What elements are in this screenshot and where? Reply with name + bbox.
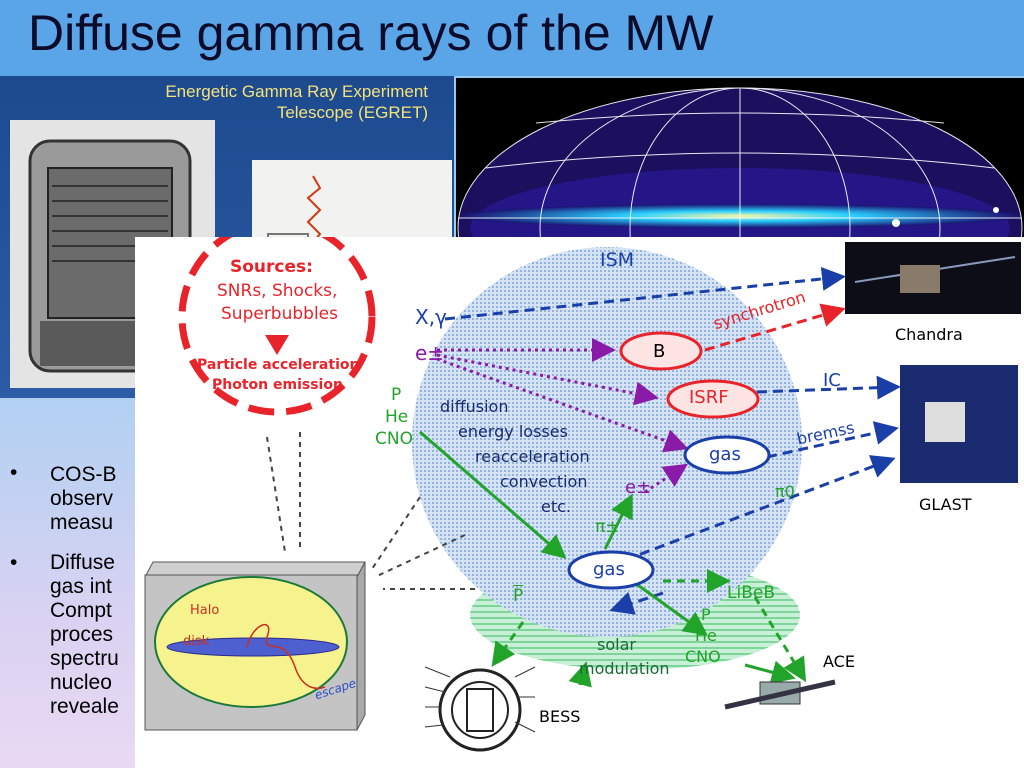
- egret-caption-line1: Energetic Gamma Ray Experiment: [165, 82, 428, 101]
- helium-2-label: He: [695, 626, 717, 645]
- glast-label: GLAST: [919, 495, 972, 514]
- proton-2-label: P: [701, 605, 711, 624]
- egret-caption: Energetic Gamma Ray Experiment Telescope…: [165, 81, 428, 123]
- energy-losses-label: energy losses: [458, 422, 568, 441]
- ism-region: [412, 247, 802, 637]
- disk-label: disk: [183, 634, 210, 649]
- bullet-2-line-3: Compt: [50, 599, 112, 622]
- egret-caption-line2: Telescope (EGRET): [276, 103, 428, 122]
- isrf-label: ISRF: [689, 387, 729, 408]
- solar-label: solar: [597, 635, 636, 654]
- diffusion-label: diffusion: [440, 397, 509, 416]
- helium-label: He: [385, 407, 409, 427]
- proton-label: P: [391, 385, 402, 405]
- bullet-marker: •: [10, 461, 18, 484]
- disk-ellipse: [166, 637, 340, 657]
- bullet-2-line-4: proces: [50, 623, 114, 646]
- bullet-2-line-2: gas int: [50, 575, 112, 598]
- sources-line2: Superbubbles: [221, 304, 338, 324]
- reacceleration-label: reacceleration: [475, 447, 590, 466]
- gas-oval-upper: [683, 435, 771, 475]
- libeb-label: LiBeB: [727, 583, 775, 603]
- ic-label: IC: [823, 370, 841, 391]
- bullet-2-line-1: Diffuse: [50, 551, 115, 574]
- sky-map-image: [456, 78, 1024, 242]
- electron-label: e±: [415, 341, 445, 365]
- antiproton-label: P: [513, 586, 524, 606]
- sources-circle: [178, 237, 376, 416]
- bullet-marker: •: [10, 551, 18, 574]
- bess-label: BESS: [539, 707, 581, 726]
- sources-line4: Photon emission: [212, 377, 343, 393]
- cno-2-label: CNO: [685, 647, 721, 666]
- convection-label: convection: [500, 472, 588, 491]
- ace-satellite-image: [724, 679, 836, 710]
- cosmic-ray-diagram: Sources: SNRs, Shocks, Superbubbles Part…: [135, 237, 1024, 768]
- b-label: B: [653, 341, 666, 362]
- modulation-label: modulation: [579, 659, 670, 678]
- isrf-oval: [666, 379, 760, 419]
- b-oval: [619, 331, 703, 371]
- secondary-electron-label: e±: [625, 477, 652, 498]
- pi-charged-label: π±: [595, 517, 620, 537]
- bess-detector-image: [424, 666, 536, 752]
- all-sky-map: [457, 87, 1023, 242]
- sources-line3: Particle acceleration: [197, 357, 360, 373]
- cno-label: CNO: [375, 429, 413, 449]
- bullet-2-line-7: reveale: [50, 695, 119, 718]
- bullet-1-line-3: measu: [50, 511, 114, 534]
- ace-label: ACE: [823, 652, 855, 671]
- bullet-2-line-5: spectru: [50, 647, 119, 670]
- x-gamma-label: X,γ: [415, 305, 447, 329]
- halo-label: Halo: [190, 603, 220, 618]
- etc-label: etc.: [541, 497, 571, 516]
- sources-title: Sources:: [230, 257, 313, 277]
- gas-oval-lower: [567, 550, 655, 590]
- gas-lower-label: gas: [593, 559, 625, 580]
- ism-label: ISM: [600, 249, 635, 271]
- sources-line1: SNRs, Shocks,: [217, 281, 338, 301]
- bullet-1-line-2: observ: [50, 487, 114, 510]
- slide-title: Diffuse gamma rays of the MW: [28, 5, 714, 61]
- bullet-2-line-6: nucleo: [50, 671, 112, 694]
- diagram-graphics: [144, 237, 1021, 752]
- gas-upper-label: gas: [709, 444, 741, 465]
- pi0-label: π0: [775, 482, 795, 501]
- chandra-label: Chandra: [895, 325, 963, 344]
- bullet-1-line-1: COS-B: [50, 463, 117, 486]
- title-bar: Diffuse gamma rays of the MW: [0, 0, 1024, 76]
